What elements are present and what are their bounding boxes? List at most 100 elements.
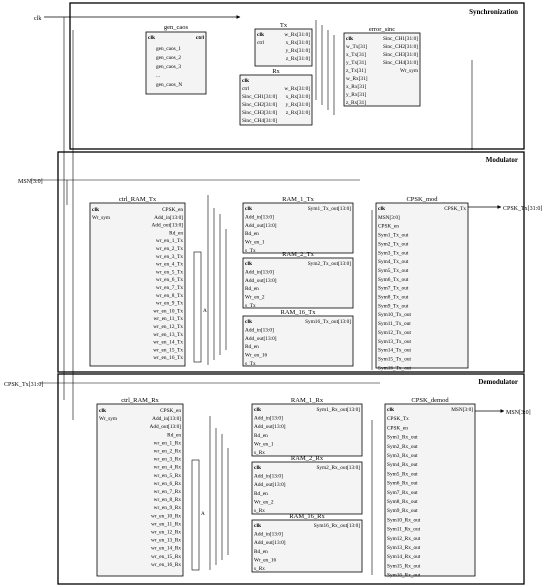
ctrl-ram-rx-out-wr-en-16-rx: wr_en_16_Rx: [151, 562, 181, 568]
cpsk-demod-in-sym15-rx-out: Sym15_Rx_out: [387, 563, 421, 569]
cpsk-mod-title: CPSK_mod: [406, 196, 438, 203]
error-sinc-block-out-wr-sym: Wr_sym: [400, 68, 419, 74]
rx-block: [239, 74, 313, 126]
ram-rx-1-block-in-s-rx: s_Rx: [254, 450, 265, 456]
ram-tx-1-block-title: RAM_1_Tx: [282, 196, 315, 203]
ram-rx-16-block-in-s-rx: s_Rx: [254, 566, 265, 572]
ctrl-ram-tx-out-cpsk-en: CPSK_en: [162, 207, 183, 213]
wiring: [30, 17, 473, 575]
tx-block-out-w-rx-31-0: w_Rx[31:0]: [284, 32, 310, 38]
ctrl-ram-tx-out-wr-en-6-tx: wr_en_6_Tx: [156, 277, 183, 283]
ctrl-ram-rx-out-wr-en-5-rx: wr_en_5_Rx: [154, 473, 182, 479]
cpsk-demod-in-sym1-rx-out: Sym1_Rx_out: [387, 435, 418, 441]
msn-output-label: MSN[3:0]: [506, 410, 531, 416]
ctrl-ram-tx-out-wr-en-16-tx: wr_en_16_Tx: [153, 355, 183, 361]
ram-tx-2-block-title: RAM_2_Tx: [282, 251, 315, 258]
ctrl-ram-tx-out-wr-en-15-tx: wr_en_15_Tx: [153, 347, 183, 353]
ctrl-ram-rx-out-add-in-13-0: Add_in[13:0]: [152, 416, 181, 422]
ram-rx-1-block-clk: clk: [254, 407, 262, 413]
ram-rx-16-block-out: Sym16_Rx_out[13:0]: [314, 523, 360, 529]
error-sinc-block-out-sinc-ch4-31-0: Sinc_CH4[31:0]: [383, 60, 418, 66]
ctrl-ram-rx-out-wr-en-15-rx: wr_en_15_Rx: [151, 554, 181, 560]
ram-rx-2-block: [251, 461, 363, 515]
ctrl-ram-tx-out-add-in-13-0: Add_in[13:0]: [154, 215, 183, 221]
ram-tx-2-block-in-wr-en-2: Wr_en_2: [245, 295, 265, 301]
error-sinc-block-in-w-tx-31: w_Tx[31]: [346, 44, 367, 50]
error-sinc-block-title: error_sinc: [369, 26, 395, 33]
cpsk-demod-in-sym8-rx-out: Sym8_Rx_out: [387, 499, 418, 505]
ram-tx-16-block-in-s-tx: s_Tx: [245, 361, 256, 367]
gen-caos-ctrl: ctrl: [196, 35, 205, 41]
ctrl-ram-tx-wr-sym: Wr_sym: [92, 215, 111, 221]
cpsk-demod-in-cpsk-tx: CPSK_Tx: [387, 416, 409, 422]
ram-rx-16-block-clk: clk: [254, 523, 262, 529]
ram-tx-16-block-in-wr-en-16: Wr_en_16: [245, 353, 267, 359]
ram-tx-1-block: [242, 202, 354, 254]
gen-caos-item-gen-caos-1: gen_caos_1: [156, 46, 181, 52]
cpsk-mod-in-sym16-tx-out: Sym16_Tx_out: [378, 365, 411, 371]
rx-block-in-sinc-ch3-31-0: Sinc_CH3[31:0]: [242, 110, 277, 116]
cpsk-demod-in-sym16-rx-out: Sym16_Rx_out: [387, 573, 421, 579]
cpsk-demod-in-cpsk-en: CPSK_en: [387, 425, 408, 431]
tx-block-out-y-rx-31-0: y_Rx[31:0]: [286, 48, 311, 54]
ctrl-ram-tx-block: [89, 202, 186, 367]
ram-tx-1-block-in-rd-en: Rd_en: [245, 231, 259, 237]
synchronization-section: [69, 2, 525, 150]
ram-tx-2-block-out: Sym2_Tx_out[13:0]: [308, 261, 351, 267]
cpsk-demod-in-sym7-rx-out: Sym7_Rx_out: [387, 490, 418, 496]
ram-tx-16-block: [242, 315, 354, 367]
ctrl-ram-tx-out-wr-en-3-tx: wr_en_3_Tx: [156, 254, 183, 260]
cpsk-mod-in-sym5-tx-out: Sym5_Tx_out: [378, 268, 409, 274]
ctrl-ram-tx-out-rd-en: Rd_en: [169, 230, 183, 236]
ctrl-ram-rx-out-wr-en-7-rx: wr_en_7_Rx: [154, 489, 182, 495]
mux-rx-label: A: [201, 511, 205, 517]
demodulator-section: [57, 373, 525, 585]
ctrl-ram-rx-out-wr-en-8-rx: wr_en_8_Rx: [154, 497, 182, 503]
ram-tx-16-block-in-add-in-13-0: Add_in[13:0]: [245, 327, 274, 333]
gen-caos-item-gen-caos-3: gen_caos_3: [156, 64, 181, 70]
error-sinc-block-in-x-tx-31: x_Tx[31]: [346, 52, 366, 58]
ram-rx-1-block-in-rd-en: Rd_en: [254, 433, 268, 439]
modulator-title: Modulator: [486, 156, 518, 164]
ctrl-ram-tx-out-wr-en-1-tx: wr_en_1_Tx: [156, 238, 183, 244]
cpsk-demod-clk: clk: [387, 407, 395, 413]
cpsk-mod-in-sym8-tx-out: Sym8_Tx_out: [378, 295, 409, 301]
ram-rx-2-block-in-s-rx: s_Rx: [254, 508, 265, 514]
cpsk-demod-in-sym14-rx-out: Sym14_Rx_out: [387, 554, 421, 560]
error-sinc-block: [343, 32, 421, 107]
cpsk-demod-out: MSN[3:0]: [451, 407, 473, 413]
ram-tx-16-block-in-rd-en: Rd_en: [245, 344, 259, 350]
ctrl-ram-tx-out-wr-en-12-tx: wr_en_12_Tx: [153, 324, 183, 330]
cpsk-mod-in-msn-3-0: MSN[3:0]: [378, 215, 400, 221]
gen-caos-block: [145, 31, 207, 95]
mux-rx: [191, 459, 200, 571]
error-sinc-block-out-sinc-ch3-31-0: Sinc_CH3[31:0]: [383, 52, 418, 58]
cpsk-demod-in-sym12-rx-out: Sym12_Rx_out: [387, 536, 421, 542]
ctrl-ram-rx-out-wr-en-10-rx: wr_en_10_Rx: [151, 513, 181, 519]
ctrl-ram-tx-out-wr-en-9-tx: wr_en_9_Tx: [156, 301, 183, 307]
ctrl-ram-tx-clk: clk: [92, 207, 100, 213]
ram-rx-1-block: [251, 403, 363, 457]
cpsk-mod-clk: clk: [378, 206, 386, 212]
cpsk-mod-in-sym1-tx-out: Sym1_Tx_out: [378, 233, 409, 239]
error-sinc-block-out-sinc-ch1-31-0: Sinc_CH1[31:0]: [383, 36, 418, 42]
ram-rx-16-block-in-add-in-13-0: Add_in[13:0]: [254, 532, 283, 538]
ctrl-ram-rx-out-wr-en-11-rx: wr_en_11_Rx: [151, 521, 181, 527]
cpsk-demod-block: [384, 403, 476, 577]
ram-rx-16-block: [251, 519, 363, 573]
msn-input-label: MSN[3:0]: [18, 179, 43, 185]
cpsk-demod-in-sym11-rx-out: Sym11_Rx_out: [387, 527, 421, 533]
rx-block-title: Rx: [272, 68, 280, 75]
error-sinc-block-out-sinc-ch2-31-0: Sinc_CH2[31:0]: [383, 44, 418, 50]
clk-input-label: clk: [34, 16, 41, 22]
ctrl-ram-tx-out-wr-en-8-tx: wr_en_8_Tx: [156, 293, 183, 299]
gen-caos-item-gen-caos-2: gen_caos_2: [156, 55, 181, 61]
tx-block-out-x-rx-31-0: x_Rx[31:0]: [286, 40, 311, 46]
rx-block-out-w-rx-31-0: w_Rx[31:0]: [284, 86, 310, 92]
cpsk-mod-in-sym3-tx-out: Sym3_Tx_out: [378, 250, 409, 256]
cpsk-mod-in-sym15-tx-out: Sym15_Tx_out: [378, 356, 411, 362]
cpsk-mod-in-sym4-tx-out: Sym4_Tx_out: [378, 259, 409, 265]
error-sinc-block-in-x-rx-31: x_Rx[31]: [346, 84, 367, 90]
mux-tx: [193, 251, 202, 363]
